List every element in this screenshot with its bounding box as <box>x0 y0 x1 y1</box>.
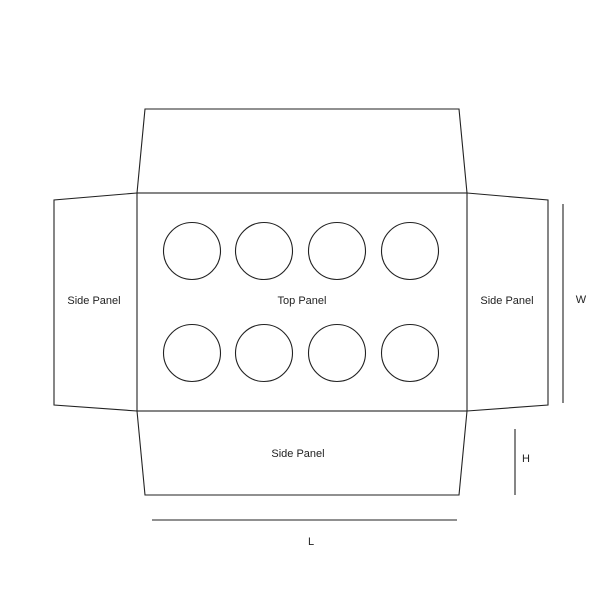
right-side-panel <box>466 192 549 412</box>
cutout-circle <box>234 323 294 383</box>
top-panel-label: Top Panel <box>278 295 327 307</box>
cutout-circle <box>307 221 367 281</box>
top-flap <box>136 108 468 194</box>
bottom-side-panel-label: Side Panel <box>271 448 324 460</box>
width-dimension-label: W <box>576 294 587 306</box>
length-dimension-label: L <box>308 536 314 548</box>
left-side-panel-label: Side Panel <box>67 295 120 307</box>
top-panel <box>136 192 468 412</box>
right-side-panel-label: Side Panel <box>480 295 533 307</box>
cutout-grid <box>162 221 440 383</box>
cutout-circle <box>234 221 294 281</box>
cutout-circle <box>162 221 222 281</box>
left-side-panel <box>53 192 138 412</box>
height-dimension-label: H <box>522 453 530 465</box>
cutout-circle <box>380 221 440 281</box>
cutout-circle <box>162 323 222 383</box>
cutout-circle <box>307 323 367 383</box>
cutout-circle <box>380 323 440 383</box>
bottom-side-panel <box>136 410 468 496</box>
